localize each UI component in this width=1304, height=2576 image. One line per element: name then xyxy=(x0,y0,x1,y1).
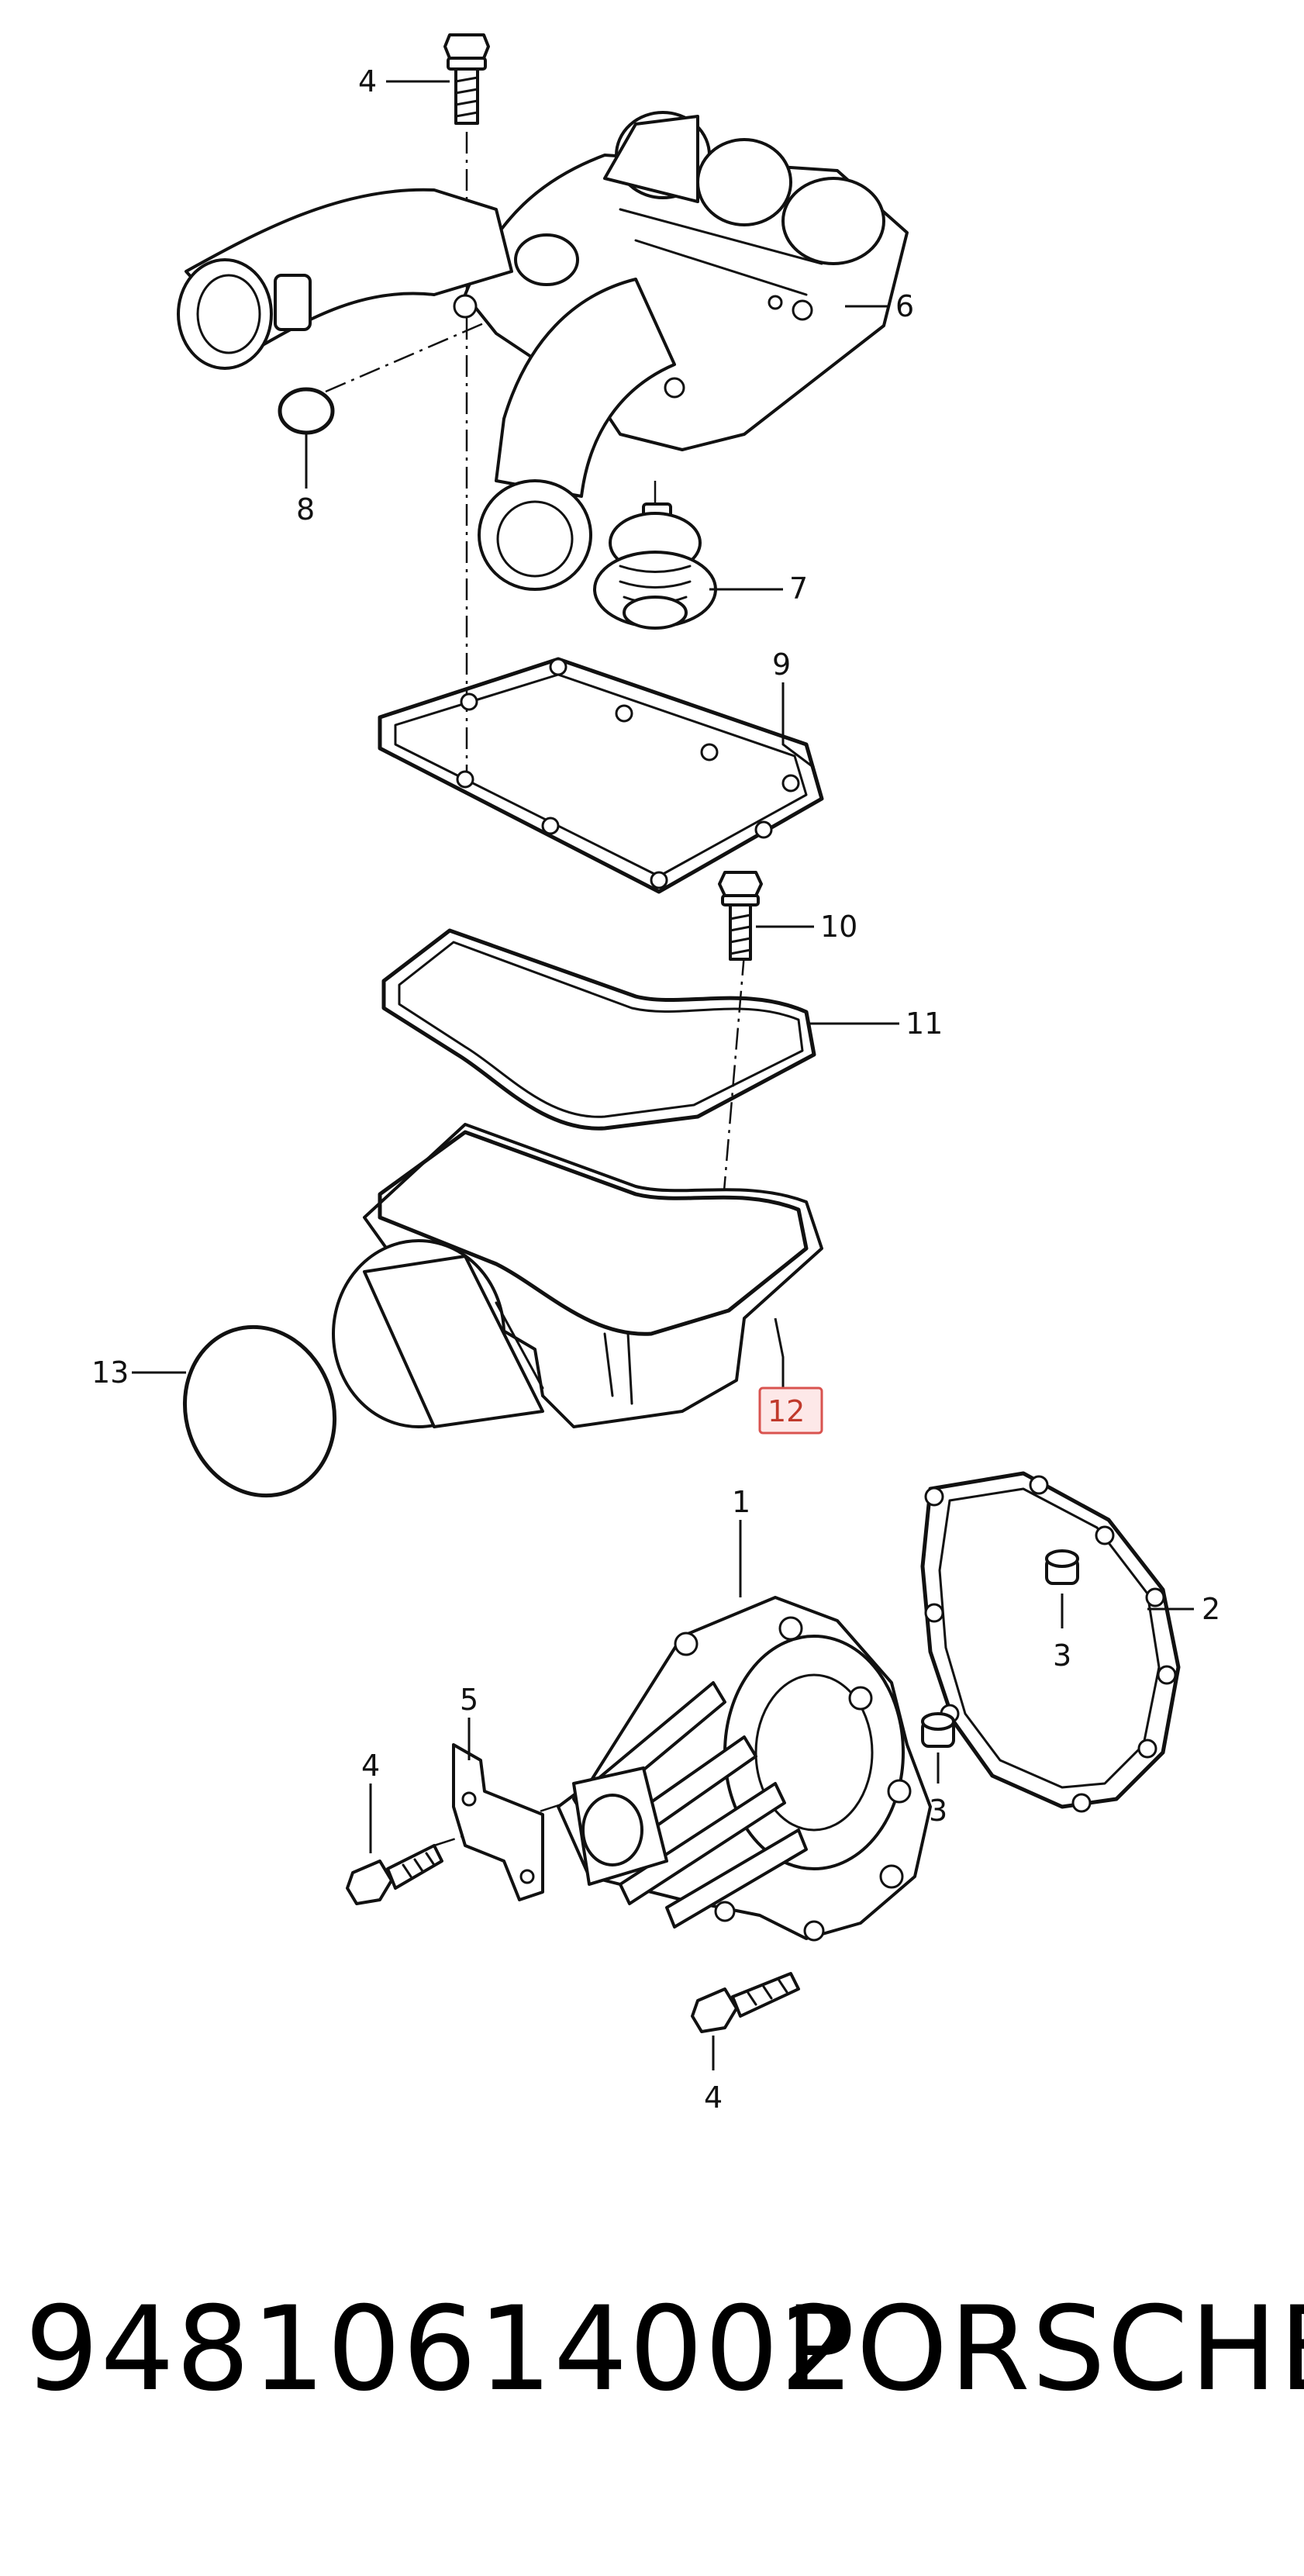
callout-labels: 4 6 8 7 9 10 11 12 13 1 2 3 3 5 4 4 xyxy=(91,64,1220,2115)
water-pump[interactable] xyxy=(557,1596,932,1942)
callout-13[interactable]: 13 xyxy=(91,1355,129,1390)
housing-cylinders xyxy=(603,111,885,296)
dowel-pin-lower[interactable] xyxy=(921,1712,955,1748)
footer: 94810614002 PORSCHE xyxy=(0,2272,1304,2427)
bolt-top[interactable] xyxy=(443,33,490,125)
thermostat-housing[interactable] xyxy=(177,111,909,591)
callout-7[interactable]: 7 xyxy=(789,571,808,606)
housing-gasket-lower[interactable] xyxy=(381,928,816,1131)
callout-4-top[interactable]: 4 xyxy=(358,64,377,98)
callout-3-lower[interactable]: 3 xyxy=(929,1794,947,1828)
bolt-left[interactable] xyxy=(346,1844,443,1905)
housing-gasket-upper[interactable] xyxy=(378,657,824,894)
brand-name: PORSCHE xyxy=(785,2282,1304,2417)
callout-3-upper[interactable]: 3 xyxy=(1053,1638,1071,1673)
part-number: 94810614002 xyxy=(25,2282,856,2417)
callout-1[interactable]: 1 xyxy=(732,1485,750,1519)
dowel-pin-upper[interactable] xyxy=(1045,1549,1079,1585)
o-ring-large[interactable] xyxy=(164,1307,357,1515)
bolt-mid[interactable] xyxy=(718,871,763,961)
callout-10[interactable]: 10 xyxy=(820,910,857,944)
mounting-bracket[interactable] xyxy=(452,1743,544,1901)
callout-12[interactable]: 12 xyxy=(768,1394,805,1428)
thermostat[interactable] xyxy=(593,502,717,630)
exploded-parts-diagram: 4 6 8 7 9 10 11 12 13 1 2 3 3 5 4 4 xyxy=(91,33,1220,2115)
pump-gasket[interactable] xyxy=(920,1471,1181,1813)
callout-2[interactable]: 2 xyxy=(1202,1592,1220,1626)
callout-4-bottom[interactable]: 4 xyxy=(704,2080,723,2115)
pump-housing[interactable] xyxy=(332,1123,823,1428)
o-ring-small[interactable] xyxy=(278,387,335,435)
callout-5[interactable]: 5 xyxy=(460,1683,478,1717)
highlight-box-12 xyxy=(758,1386,823,1435)
bolt-bottom[interactable] xyxy=(691,1972,800,2033)
callout-8[interactable]: 8 xyxy=(296,492,315,527)
callout-9[interactable]: 9 xyxy=(772,647,791,682)
callout-6[interactable]: 6 xyxy=(895,289,914,323)
callout-4-left[interactable]: 4 xyxy=(361,1749,380,1783)
callout-11[interactable]: 11 xyxy=(906,1007,943,1041)
leader-lines xyxy=(132,80,1194,2070)
